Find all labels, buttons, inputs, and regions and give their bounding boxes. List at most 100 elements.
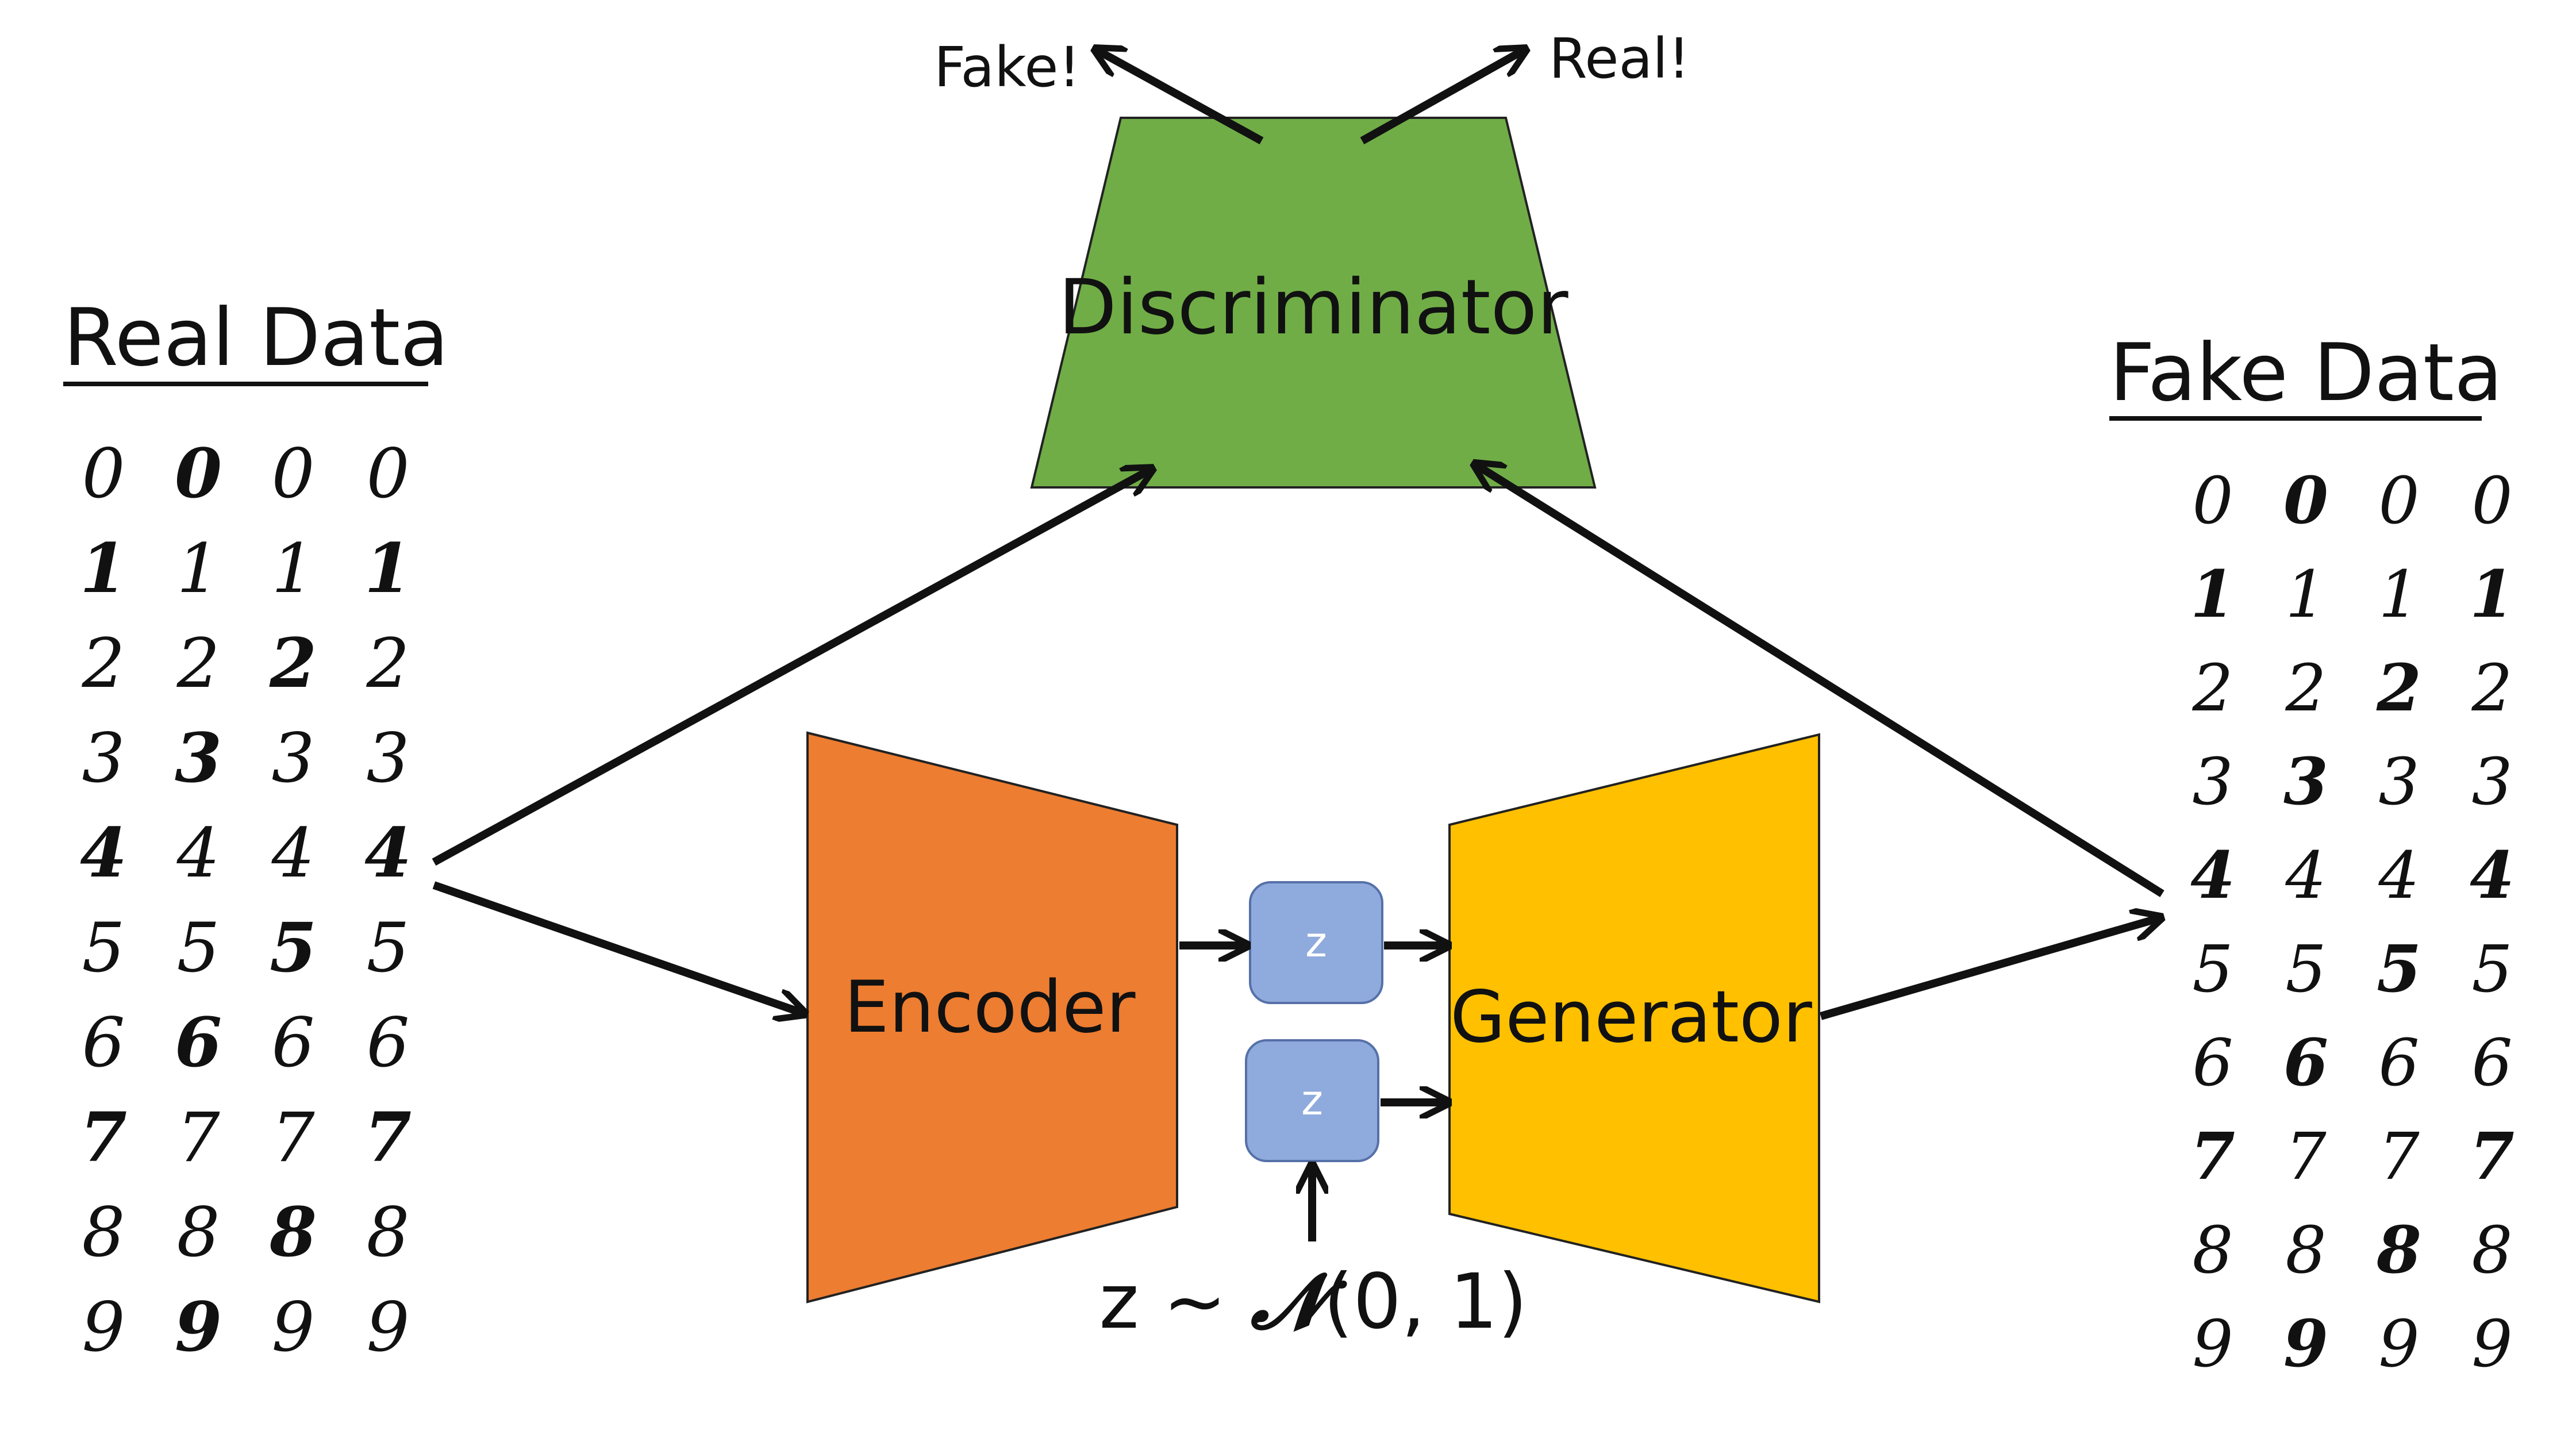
real-digit-5-2: 5 [270, 908, 317, 987]
fake-digit-7-3: 7 [2470, 1119, 2515, 1194]
encoder-block: Encoder [806, 731, 1178, 1304]
real-digit-4-0: 4 [80, 813, 127, 893]
real-digit-7-1: 7 [176, 1098, 220, 1177]
real-digit-3-1: 3 [175, 718, 222, 798]
generator-shape [1448, 733, 1820, 1304]
real-digit-3-0: 3 [82, 718, 125, 798]
arrow-real-to-encoder [432, 881, 802, 1013]
arrow-discriminator-to-fake [1098, 51, 1264, 145]
fake-digit-6-2: 6 [2378, 1026, 2419, 1101]
fake-digit-8-2: 8 [2376, 1213, 2421, 1288]
generator-label: Generator [1450, 976, 1812, 1059]
fake-digit-5-1: 5 [2285, 932, 2326, 1007]
prior-suffix: (0, 1) [1324, 1258, 1528, 1346]
real-digit-0-1: 0 [175, 433, 222, 513]
fake-digit-3-1: 3 [2283, 744, 2328, 820]
real-digit-4-2: 4 [271, 813, 314, 893]
real-digit-4-1: 4 [176, 813, 220, 893]
fake-digit-0-3: 0 [2471, 464, 2512, 539]
real-digit-8-1: 8 [176, 1193, 220, 1272]
arrow-discriminator-to-real [1360, 51, 1523, 145]
real-digit-2-0: 2 [81, 624, 125, 703]
real-digit-7-3: 7 [364, 1097, 412, 1177]
real-digit-6-0: 6 [82, 1003, 125, 1082]
real-digit-3-3: 3 [366, 718, 409, 798]
fake-digit-6-1: 6 [2283, 1025, 2328, 1101]
fake-digit-5-3: 5 [2471, 932, 2512, 1007]
fake-digit-4-1: 4 [2285, 839, 2326, 913]
real-digit-1-3: 1 [364, 528, 412, 608]
real-digit-6-3: 6 [366, 1003, 409, 1082]
discriminator-label: Discriminator [1058, 263, 1568, 352]
fake-digit-1-1: 1 [2285, 558, 2326, 632]
discriminator-shape [1030, 117, 1597, 489]
real-digit-2-1: 2 [176, 624, 220, 703]
real-digit-9-3: 9 [366, 1287, 409, 1367]
fake-digit-2-2: 2 [2376, 651, 2421, 726]
fake-digit-7-2: 7 [2378, 1120, 2420, 1194]
fake-digit-1-3: 1 [2470, 557, 2515, 632]
fake-data-title: Fake Data [2109, 326, 2503, 419]
fake-digit-0-1: 0 [2283, 463, 2328, 539]
fake-digit-8-3: 8 [2471, 1213, 2512, 1288]
fake-digit-7-1: 7 [2285, 1120, 2327, 1194]
real-digit-8-3: 8 [366, 1193, 409, 1272]
fake-digit-5-0: 5 [2192, 932, 2233, 1007]
fake-digit-9-3: 9 [2471, 1307, 2512, 1382]
real-digit-4-3: 4 [364, 813, 412, 893]
prior-prefix: z ~ [1099, 1258, 1251, 1346]
fake-digit-4-3: 4 [2470, 838, 2515, 913]
real-digit-8-2: 8 [269, 1192, 317, 1272]
real-digit-9-1: 9 [175, 1287, 222, 1367]
generator-block: Generator [1448, 733, 1820, 1304]
arrows [432, 51, 2164, 1241]
fake-digit-8-0: 8 [2192, 1213, 2233, 1288]
fake-digit-9-0: 9 [2192, 1307, 2233, 1382]
z-label-encoded: z [1305, 918, 1327, 966]
encoder-shape [806, 731, 1178, 1304]
real-digit-1-2: 1 [271, 529, 314, 608]
real-digit-0-3: 0 [366, 434, 409, 513]
real-digit-5-1: 5 [176, 908, 220, 987]
z-label-sampled: z [1301, 1076, 1323, 1124]
prior-formula: z ~ 𝓝(0, 1) [1099, 1257, 1527, 1346]
real-data-title: Real Data [63, 291, 449, 384]
real-digit-3-2: 3 [271, 718, 314, 798]
fake-digit-4-0: 4 [2190, 838, 2235, 913]
real-digit-0-0: 0 [82, 434, 125, 513]
arrow-fake-to-discriminator [1477, 466, 2164, 897]
real-digit-0-2: 0 [271, 434, 314, 513]
fake-digit-8-1: 8 [2285, 1213, 2326, 1288]
fake-digit-4-2: 4 [2378, 839, 2419, 913]
fake-digit-2-1: 2 [2285, 651, 2326, 726]
fake-digit-2-3: 2 [2471, 651, 2512, 726]
real-digit-5-0: 5 [82, 908, 125, 987]
fake-digit-7-0: 7 [2190, 1119, 2235, 1194]
z-box-sampled [1245, 1039, 1379, 1162]
fake-digit-9-2: 9 [2378, 1307, 2419, 1382]
latent-z-sampled: z [1245, 1039, 1379, 1162]
real-digit-6-1: 6 [175, 1002, 222, 1082]
discriminator-block: Discriminator [1030, 117, 1597, 489]
real-digit-2-3: 2 [366, 624, 409, 703]
real-digit-5-3: 5 [366, 908, 409, 987]
real-digit-1-0: 1 [80, 528, 127, 608]
fake-digit-5-2: 5 [2377, 932, 2421, 1007]
latent-z-encoded: z [1249, 881, 1383, 1004]
real-digit-7-2: 7 [271, 1098, 314, 1177]
arrow-generator-to-fake [1820, 918, 2158, 1020]
real-digit-8-0: 8 [82, 1193, 125, 1272]
real-output-label: Real! [1549, 26, 1690, 91]
encoder-label: Encoder [844, 966, 1136, 1049]
fake-digit-1-0: 1 [2190, 557, 2235, 632]
real-digit-6-2: 6 [271, 1003, 314, 1082]
arrow-real-to-discriminator [432, 470, 1149, 866]
real-digit-2-2: 2 [269, 623, 317, 703]
fake-digit-6-3: 6 [2471, 1026, 2512, 1101]
fake-digit-3-2: 3 [2378, 745, 2419, 820]
